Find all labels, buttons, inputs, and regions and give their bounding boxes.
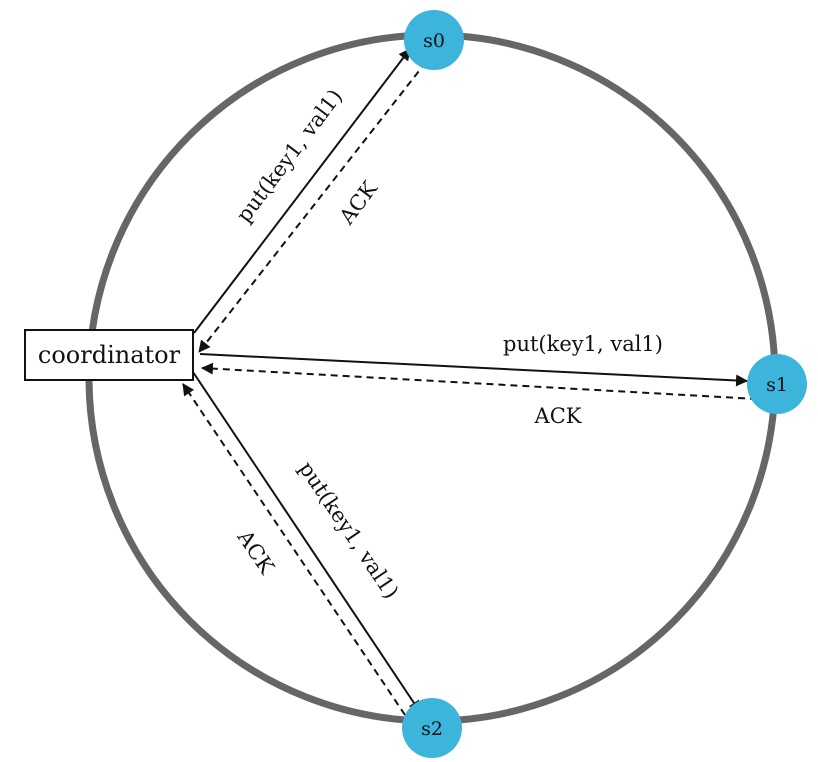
ack-label-s1: ACK (534, 404, 582, 428)
request-label-s1: put(key1, val1) (503, 332, 663, 356)
node-s1: s1 (747, 354, 807, 414)
coordinator-box: coordinator (24, 329, 194, 381)
ack-label-s0: ACK (334, 177, 382, 230)
node-s1-label: s1 (766, 374, 788, 396)
request-arrow-s2 (192, 371, 421, 713)
request-arrow-s0 (193, 48, 411, 334)
request-arrow-s1 (199, 353, 748, 387)
ack-label-s2: ACK (232, 525, 279, 578)
node-s2: s2 (402, 698, 462, 758)
request-label-s2: put(key1, val1) (294, 457, 403, 603)
ack-arrow-s2 (182, 383, 406, 716)
node-s0: s0 (404, 10, 464, 70)
ack-arrow-s1 (201, 362, 758, 400)
node-s2-label: s2 (421, 718, 443, 740)
coordinator-label: coordinator (38, 341, 181, 369)
ack-arrow-s0 (198, 61, 427, 353)
node-s0-label: s0 (423, 30, 445, 52)
